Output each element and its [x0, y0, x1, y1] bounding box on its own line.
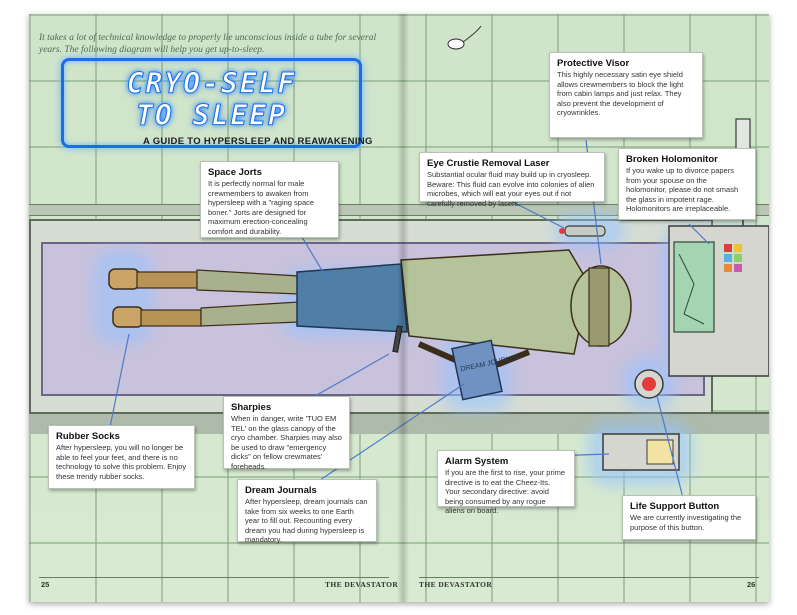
callout-title: Sharpies: [231, 402, 272, 413]
callout-protective-visor: Protective Visor This highly necessary s…: [549, 52, 703, 138]
callout-broken-holomonitor: Broken Holomonitor If you wake up to div…: [618, 148, 756, 220]
head-illustration: [570, 265, 632, 347]
callout-body: If you are the first to rise, your prime…: [445, 468, 566, 516]
callout-title: Life Support Button: [630, 501, 720, 512]
callout-body: After hypersleep, dream journals can tak…: [245, 497, 368, 545]
callout-sharpies: Sharpies When in danger, write 'TUO EM T…: [223, 396, 350, 471]
eye-laser-icon: [559, 225, 606, 237]
holomonitor-icon: [668, 225, 769, 377]
callout-body: It is perfectly normal for male crewmemb…: [208, 179, 315, 236]
alarm-keypad-icon: [602, 433, 680, 471]
callout-body: We are currently investigating the purpo…: [630, 513, 742, 532]
magazine-spread: DREAM JOURNAL: [29, 14, 769, 602]
right-footer-rule: [419, 577, 759, 578]
callout-life-support-button: Life Support Button We are currently inv…: [622, 495, 756, 540]
callout-body: When in danger, write 'TUO EM TEL' on th…: [231, 414, 342, 471]
callout-body: If you wake up to divorce papers from yo…: [626, 166, 739, 214]
dream-journal-illustration: DREAM JOURNAL: [451, 339, 520, 401]
callout-title: Dream Journals: [245, 485, 317, 496]
callout-title: Space Jorts: [208, 167, 262, 178]
callout-title: Rubber Socks: [56, 431, 120, 442]
callout-title: Eye Crustie Removal Laser: [427, 158, 550, 169]
callout-title: Alarm System: [445, 456, 509, 467]
right-page-number: 26: [747, 580, 756, 589]
callout-body: After hypersleep, you will no longer be …: [56, 443, 187, 481]
right-page-brand: THE DEVASTATOR: [419, 580, 493, 589]
spread-gutter: [397, 14, 409, 602]
title-logo: CRYO-SELF TO SLEEP: [61, 58, 362, 148]
left-page-number: 25: [41, 580, 50, 589]
life-support-button-icon: [634, 369, 664, 399]
callout-body: This highly necessary satin eye shield a…: [557, 70, 684, 118]
mouse-icon: [447, 25, 482, 50]
callout-rubber-socks: Rubber Socks After hypersleep, you will …: [48, 425, 195, 489]
callout-body: Substantial ocular fluid may build up in…: [427, 170, 595, 208]
left-page-brand: THE DEVASTATOR: [325, 580, 399, 589]
callout-title: Protective Visor: [557, 58, 630, 69]
chamber-base: [29, 412, 769, 434]
article-subtitle: A GUIDE TO HYPERSLEEP AND REAWAKENING: [143, 136, 373, 147]
protective-visor-illustration: [588, 267, 610, 347]
intro-text: It takes a lot of technical knowledge to…: [39, 33, 377, 55]
callout-alarm-system: Alarm System If you are the first to ris…: [437, 450, 575, 515]
callout-title: Broken Holomonitor: [626, 154, 718, 165]
sharpie-illustration: [392, 325, 403, 353]
callout-dream-journals: Dream Journals After hypersleep, dream j…: [237, 479, 377, 545]
logo-line-1: CRYO-SELF: [126, 67, 297, 101]
torso-illustration: [400, 249, 590, 355]
left-footer-rule: [39, 577, 389, 578]
legs-illustration: [196, 269, 300, 327]
logo-line-2: TO SLEEP: [136, 99, 287, 133]
callout-eye-crustie-laser: Eye Crustie Removal Laser Substantial oc…: [419, 152, 605, 208]
rubber-socks-illustration: [108, 268, 202, 328]
callout-space-jorts: Space Jorts It is perfectly normal for m…: [200, 161, 339, 238]
space-jorts-illustration: [296, 263, 408, 333]
